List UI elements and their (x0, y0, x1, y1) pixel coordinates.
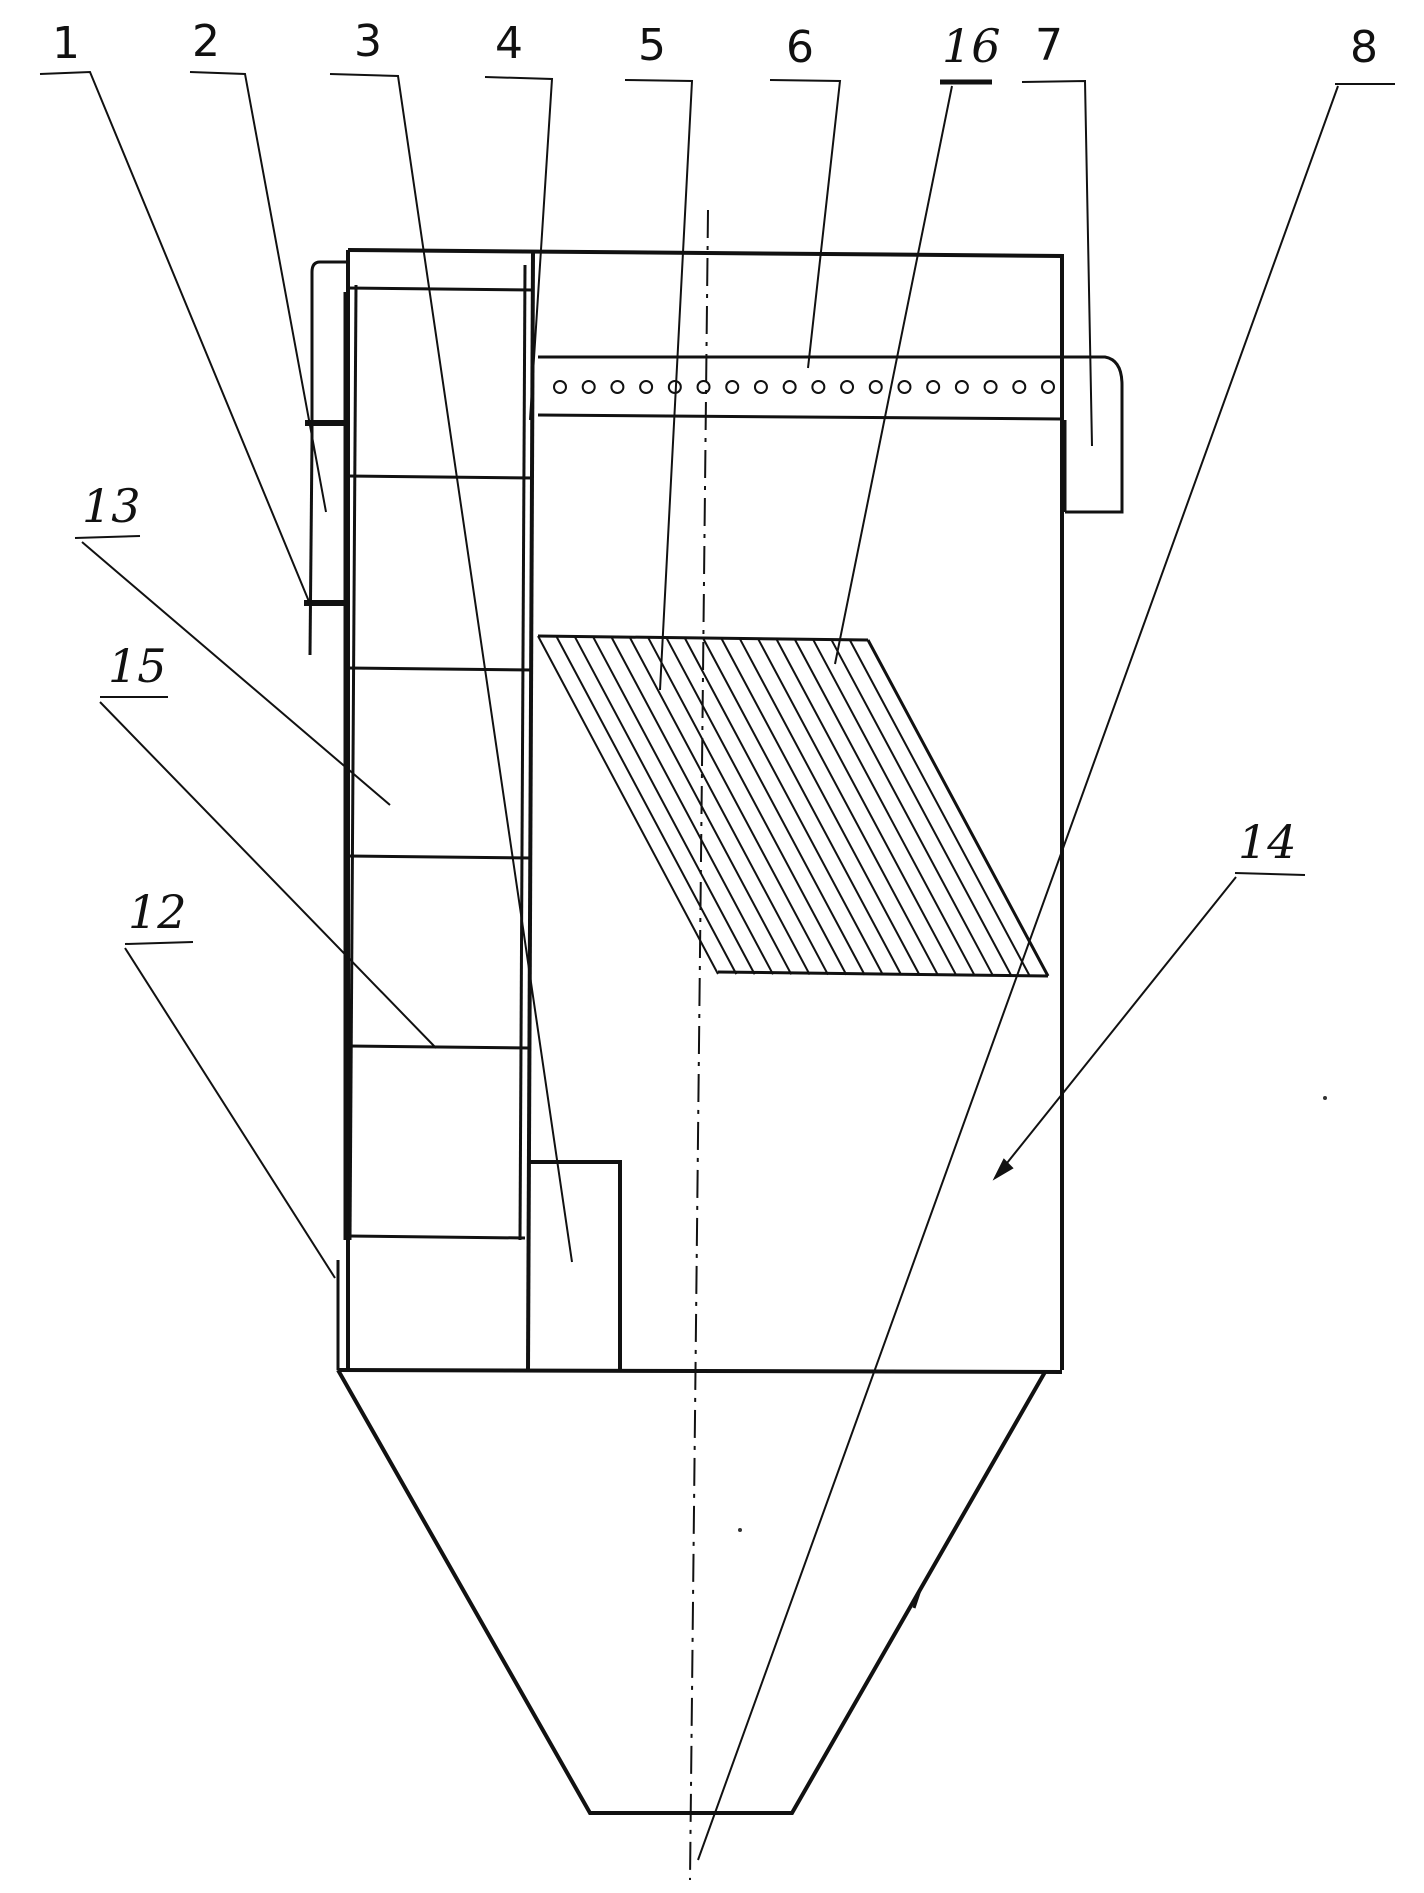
inclined-plate (537, 635, 719, 975)
label-13: 13 (82, 479, 141, 533)
leader-2 (189, 71, 327, 513)
inclined-plate (610, 636, 793, 975)
part-labels: 1 2 3 4 5 6 16 7 8 13 15 12 14 (52, 16, 1378, 939)
inclined-plate (628, 636, 811, 976)
leader-7 (1021, 79, 1093, 447)
label-3: 3 (354, 16, 382, 67)
inclined-plate (848, 639, 1031, 977)
leader-3 (329, 73, 573, 1263)
label-12: 12 (128, 885, 187, 939)
pipe-hole (696, 380, 711, 394)
inclined-plate (647, 636, 829, 976)
pipe-hole (897, 380, 912, 394)
pipe-hole (782, 380, 797, 394)
right-outlet-elbow (1062, 355, 1124, 514)
pipe-hole (811, 380, 826, 394)
inclined-plate (775, 638, 958, 976)
pipe-hole (1012, 380, 1027, 394)
inclined-plate (830, 639, 1013, 977)
inclined-plate (592, 636, 774, 975)
inclined-plate (793, 638, 976, 977)
label-1: 1 (52, 18, 80, 69)
pipe-hole (954, 380, 969, 394)
inclined-plate (720, 637, 903, 976)
label-5: 5 (638, 20, 666, 71)
inclined-plate (665, 637, 848, 976)
pipe-hole (553, 380, 567, 394)
inclined-plate (683, 637, 866, 976)
filter-shelves (347, 286, 534, 1240)
label-6: 6 (786, 22, 814, 73)
label-2: 2 (192, 16, 220, 67)
inclined-plates (537, 635, 1049, 977)
leader-lines (39, 70, 1395, 1861)
inclined-plate-pack (537, 634, 1050, 978)
label-16: 16 (942, 19, 1001, 73)
pipe-hole (983, 380, 998, 394)
label-4: 4 (495, 18, 523, 69)
left-inlet-pipe (304, 260, 348, 656)
pipe-hole (725, 380, 740, 394)
leader-4 (484, 76, 554, 421)
pipe-hole (639, 380, 654, 394)
inclined-plate (812, 638, 994, 977)
scan-speck (1323, 1096, 1327, 1100)
pipe-hole (581, 380, 596, 394)
leader-5 (624, 79, 694, 691)
pipe-holes (553, 380, 1055, 394)
label-14: 14 (1238, 815, 1297, 869)
inclined-plate (702, 637, 884, 976)
leader-6 (769, 79, 842, 369)
scan-speck (912, 1589, 922, 1609)
leader-13 (74, 535, 141, 539)
scan-speck (738, 1528, 742, 1532)
inclined-plate (757, 638, 939, 976)
leader-1 (39, 70, 311, 605)
leader-12 (124, 941, 194, 945)
pipe-hole (1041, 380, 1055, 394)
inclined-plate (573, 635, 756, 975)
leader-14 (1234, 872, 1306, 876)
pipe-hole (840, 380, 855, 394)
distribution-pipe (537, 355, 1063, 421)
inclined-plate (555, 635, 738, 975)
vessel-body (336, 248, 1064, 1374)
label-8: 8 (1350, 22, 1378, 73)
inclined-plate (867, 639, 1049, 977)
label-15: 15 (108, 639, 167, 693)
inclined-plate (738, 637, 921, 976)
pipe-hole (868, 380, 883, 394)
label-7: 7 (1035, 20, 1063, 71)
pipe-hole (926, 380, 941, 394)
lower-channel (530, 1160, 622, 1370)
pipe-hole (610, 380, 625, 394)
filter-column (343, 251, 535, 1371)
pipe-hole (753, 380, 768, 394)
center-axis (689, 209, 709, 1881)
